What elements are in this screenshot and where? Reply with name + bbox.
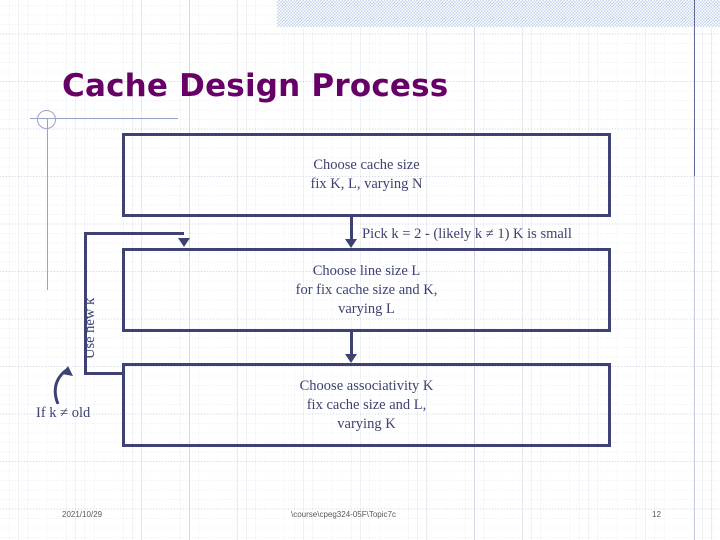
box2-line-3: varying L [338, 300, 395, 317]
box1-line-1: Choose cache size [313, 157, 420, 173]
footer-date: 2021/10/29 [62, 510, 103, 519]
feedback-connector-top [84, 232, 184, 235]
choose-line-size-box: Choose line size L for fix cache size an… [122, 248, 611, 332]
slide-footer: 2021/10/29 \course\cpeg324-05F\Topic7c 1… [0, 508, 720, 528]
choose-associativity-box: Choose associativity K fix cache size an… [122, 363, 611, 447]
footer-path: \course\cpeg324-05F\Topic7c [291, 510, 396, 519]
condition-label: If k ≠ old [36, 405, 91, 421]
page-title: Cache Design Process [62, 68, 449, 104]
left-vertical-rule [47, 118, 48, 290]
down-arrow-icon [345, 239, 357, 248]
feedback-connector-bottom [84, 372, 125, 375]
down-arrow-icon [178, 238, 190, 247]
box3-line-3: varying K [337, 415, 396, 432]
feedback-label: Use new k [82, 297, 98, 359]
box3-line-1: Choose associativity K [299, 377, 434, 394]
pick-k-note: Pick k = 2 - (likely k ≠ 1) K is small [362, 226, 572, 242]
box1-line-2: fix K, L, varying N [310, 176, 423, 192]
title-underline-rule [30, 118, 178, 119]
right-vertical-rule-faint [694, 176, 695, 540]
feedback-connector-vertical [84, 232, 87, 375]
connector-box1-box2 [350, 217, 353, 241]
curved-arrow-icon [53, 366, 73, 404]
down-arrow-icon [345, 354, 357, 363]
choose-cache-size-box: Choose cache size fix K, L, varying N [122, 133, 611, 217]
top-hatched-band [277, 0, 720, 27]
right-vertical-rule [694, 0, 695, 176]
box3-line-2: fix cache size and L, [306, 396, 427, 413]
circle-decoration-icon [37, 110, 56, 129]
connector-box2-box3 [350, 332, 353, 356]
box2-line-2: for fix cache size and K, [295, 281, 438, 298]
box2-line-1: Choose line size L [312, 262, 421, 279]
footer-page-number: 12 [652, 510, 661, 519]
